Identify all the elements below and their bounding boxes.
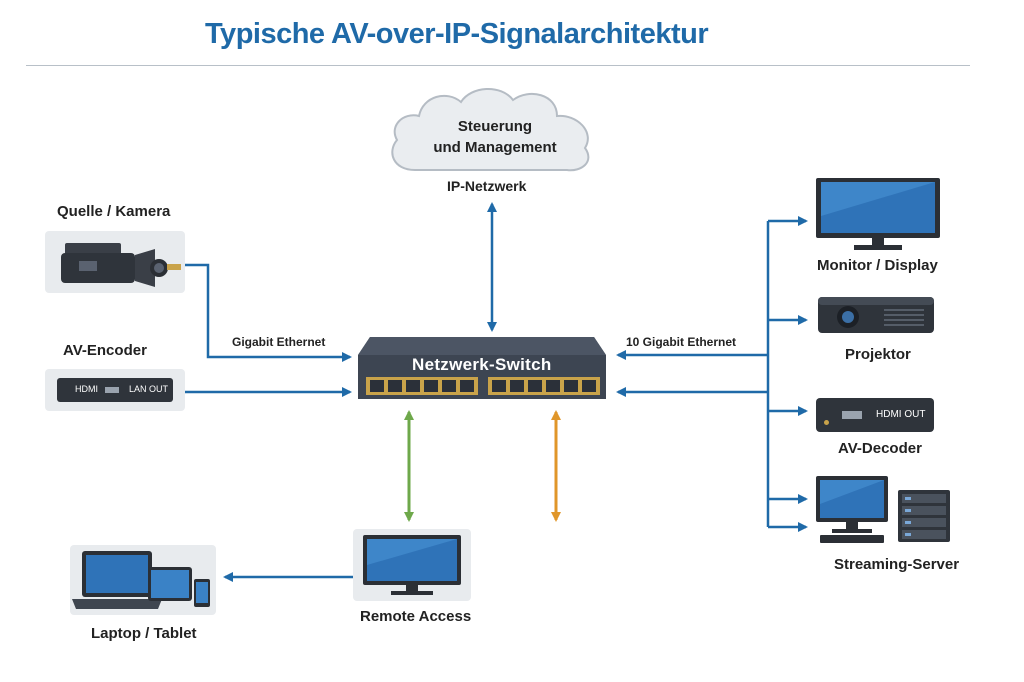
encoder-lan-port: LAN OUT (129, 384, 169, 394)
cloud-label-line1: Steuerung (457, 118, 533, 135)
remote-label: Remote Access (360, 608, 472, 625)
page-title: Typische AV-over-IP-Signalarchitektur (205, 18, 709, 50)
encoder-hdmi-port: HDMI (75, 384, 98, 394)
decoder-label: AV-Decoder (838, 440, 922, 457)
camera-label: Quelle / Kamera (57, 203, 171, 220)
decoder-port-label: HDMI OUT (876, 409, 926, 420)
projector-icon (818, 297, 934, 333)
encoder-panel: HDMI LAN OUT (45, 369, 185, 411)
switch-icon (358, 337, 606, 399)
decoder-led-icon (824, 420, 829, 425)
monitor-icon (816, 178, 940, 250)
left-link-label: Gigabit Ethernet (232, 335, 326, 349)
title-divider (26, 65, 970, 66)
server-label: Streaming-Server (834, 556, 960, 573)
laptop-label: Laptop / Tablet (91, 625, 197, 642)
encoder-label: AV-Encoder (63, 342, 147, 359)
remote-monitor-icon (363, 535, 461, 595)
camera-panel (45, 231, 185, 293)
decoder-device: HDMI OUT (816, 398, 934, 432)
cloud-label-line2: und Management (433, 139, 557, 156)
server-icon (816, 476, 950, 543)
camera-link-line (183, 263, 352, 362)
camera-icon (61, 243, 181, 287)
cloud-icon (391, 87, 590, 172)
laptop-panel (70, 545, 216, 615)
projector-label: Projektor (845, 346, 911, 363)
network-label: IP-Netzwerk (447, 178, 527, 194)
decoder-port-icon (842, 411, 862, 419)
encoder-device: HDMI LAN OUT (57, 378, 173, 402)
laptop-icon (72, 551, 210, 609)
right-link-label: 10 Gigabit Ethernet (626, 335, 737, 349)
cloud-label: Steuerung und Management (425, 116, 565, 158)
encoder-port-icon (105, 387, 119, 393)
remote-panel (353, 529, 471, 601)
monitor-label: Monitor / Display (817, 257, 938, 274)
switch-label: Netzwerk-Switch (412, 355, 552, 374)
